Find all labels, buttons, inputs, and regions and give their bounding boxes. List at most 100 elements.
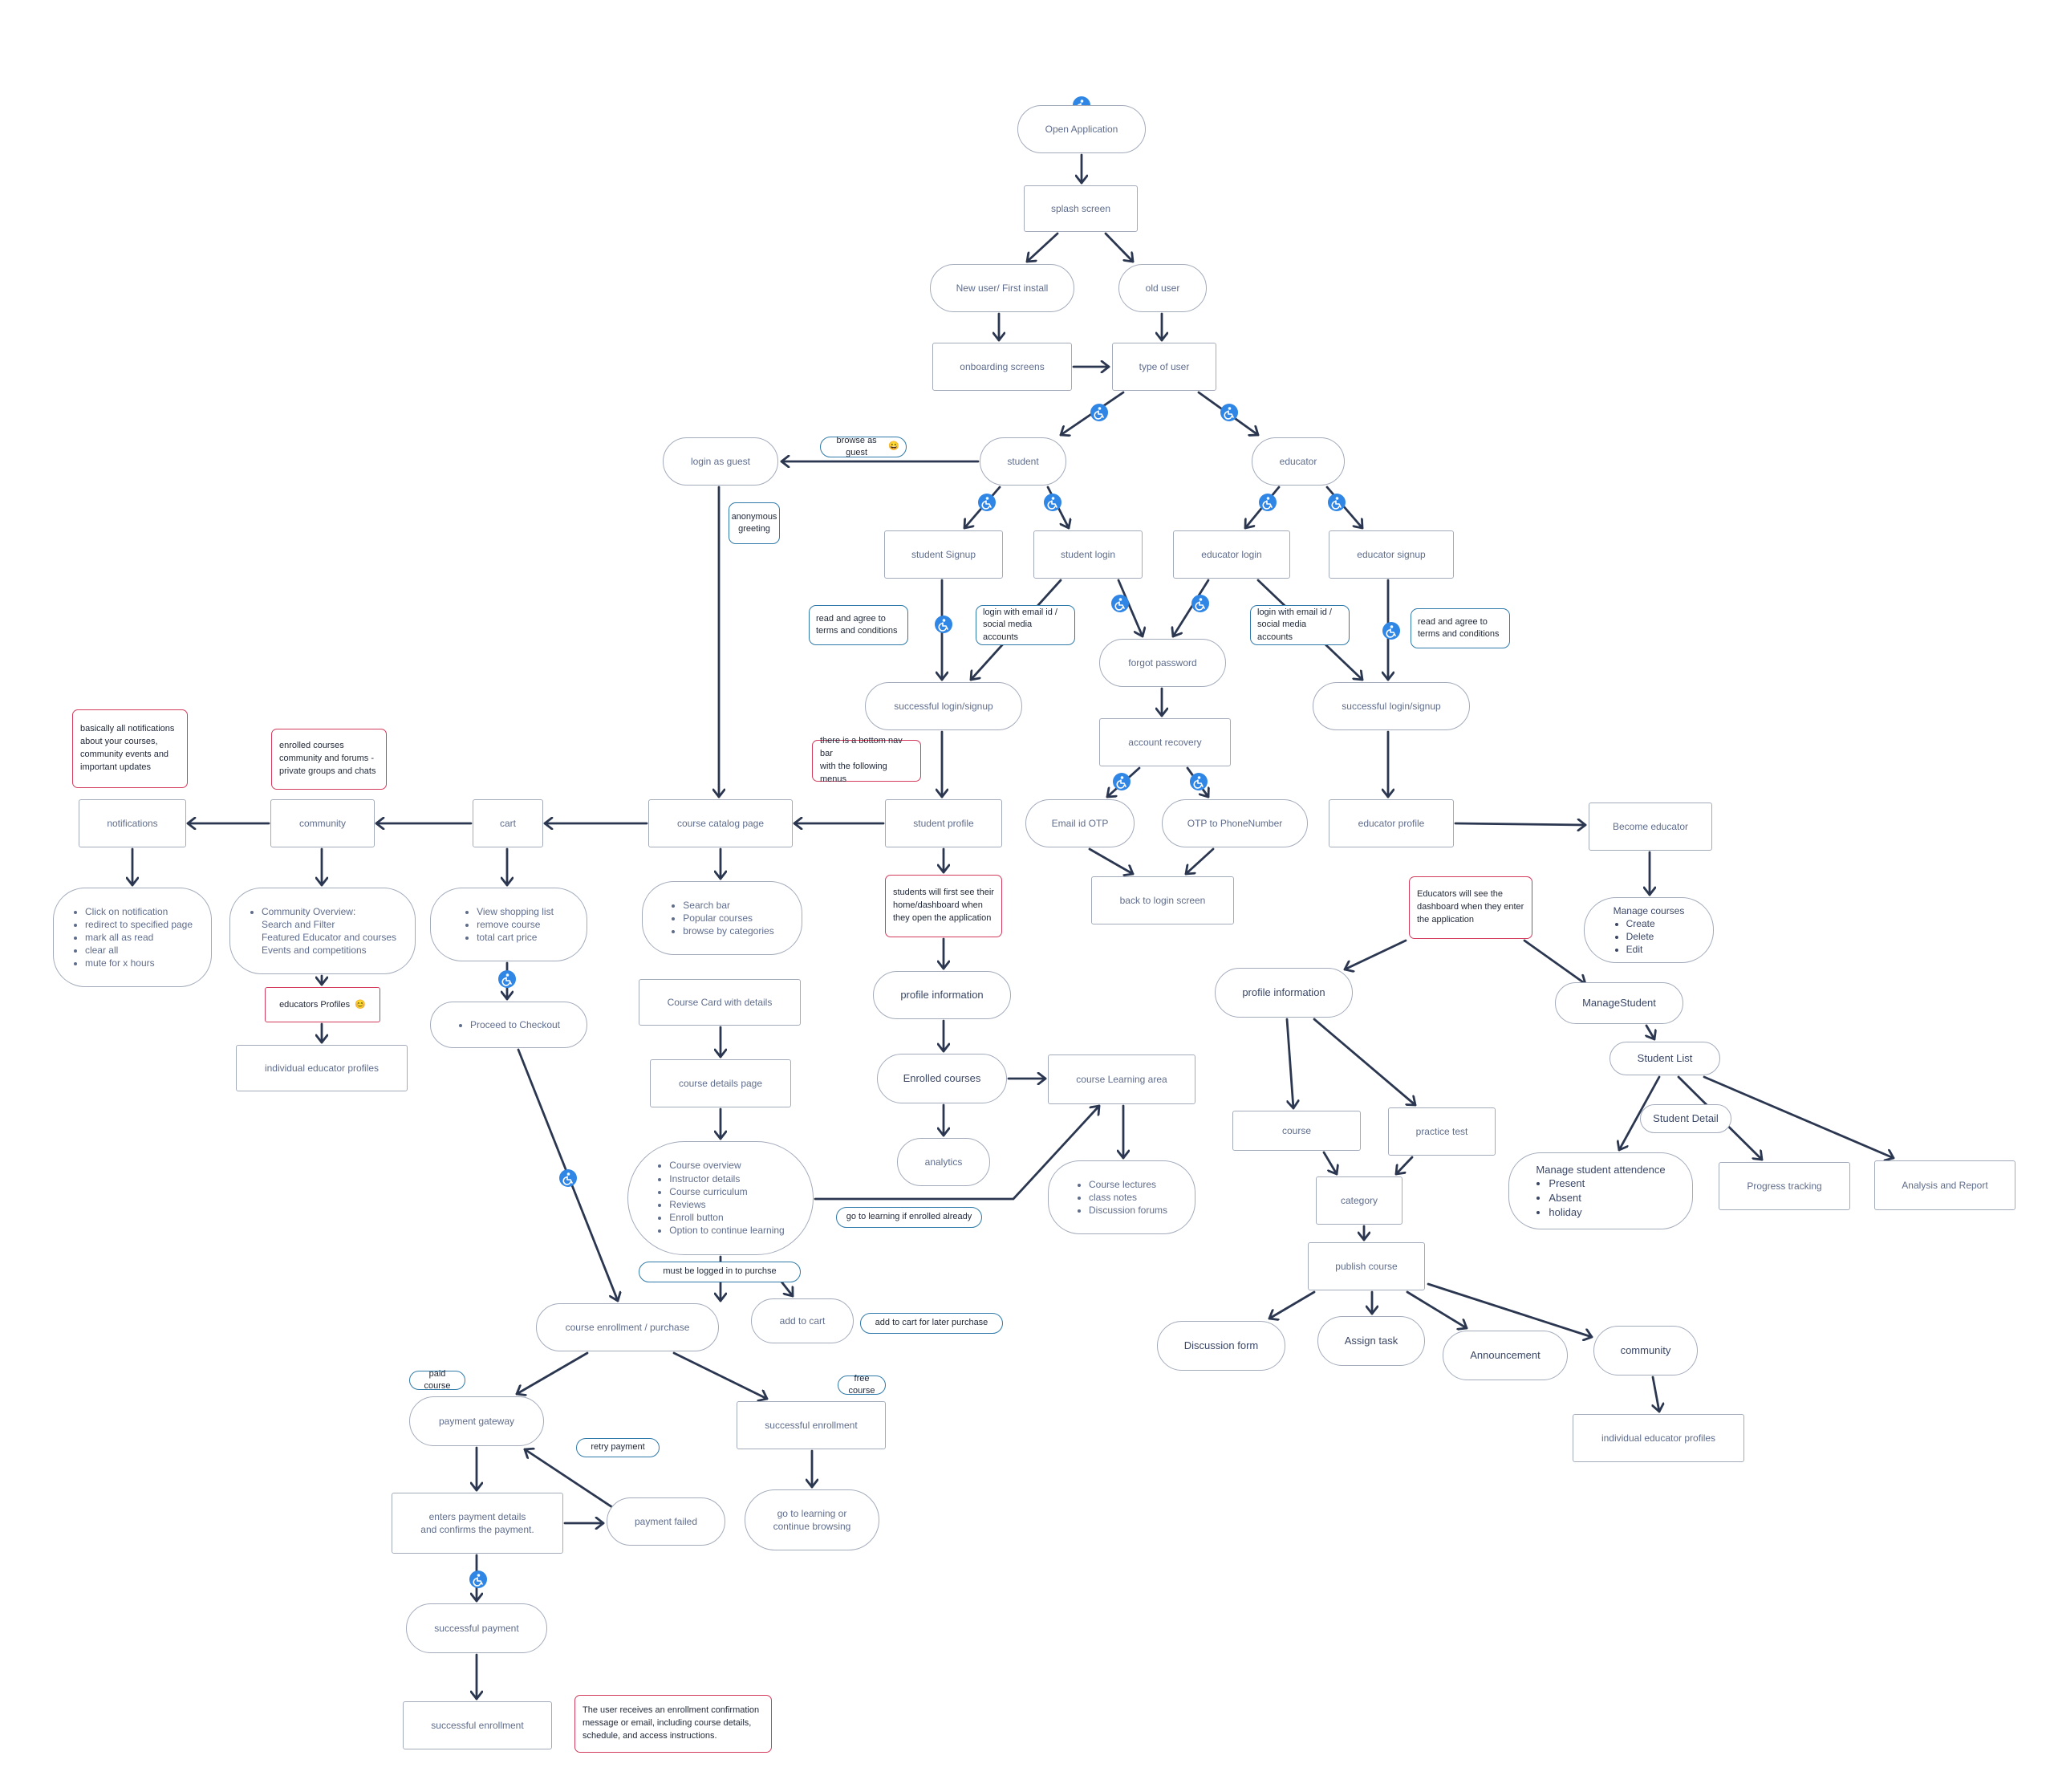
analysis-report-node[interactable]: Analysis and Report <box>1874 1160 2015 1210</box>
student-signup-node[interactable]: student Signup <box>884 530 1003 579</box>
successful-payment-node[interactable]: successful payment <box>406 1603 547 1653</box>
grin-emoji: 😀 <box>888 441 899 452</box>
course-educator-node[interactable]: course <box>1232 1111 1361 1151</box>
list-item: Course lectures <box>1089 1178 1167 1191</box>
community-educator-node[interactable]: community <box>1593 1326 1698 1375</box>
student-node[interactable]: student <box>980 437 1066 486</box>
course-learning-area-node[interactable]: course Learning area <box>1048 1054 1195 1104</box>
list-item: browse by categories <box>683 924 773 937</box>
add-to-cart-node[interactable]: add to cart <box>751 1298 854 1343</box>
list-item: Course overview <box>669 1159 784 1172</box>
successful-login-signup-educator-node[interactable]: successful login/signup <box>1313 682 1470 730</box>
discussion-form-node[interactable]: Discussion form <box>1157 1321 1285 1371</box>
enrolled-courses-node[interactable]: Enrolled courses <box>877 1054 1007 1103</box>
manage-attendance-node[interactable]: Manage student attendencePresentAbsentho… <box>1508 1152 1693 1229</box>
list-item: mark all as read <box>85 931 193 944</box>
email-otp-node[interactable]: Email id OTP <box>1025 799 1135 847</box>
accessibility-icon <box>1382 622 1400 640</box>
login-as-guest-node[interactable]: login as guest <box>663 437 778 486</box>
educator-node[interactable]: educator <box>1252 437 1345 486</box>
practice-test-node[interactable]: practice test <box>1388 1107 1496 1156</box>
type-of-user-node[interactable]: type of user <box>1112 343 1216 391</box>
connector-arrow <box>1117 579 1143 638</box>
individual-educator-profiles-right-node[interactable]: individual educator profiles <box>1573 1414 1744 1462</box>
progress-tracking-node[interactable]: Progress tracking <box>1719 1162 1850 1210</box>
catalog-detail-node[interactable]: Search barPopular coursesbrowse by categ… <box>642 881 802 955</box>
community-node[interactable]: community <box>270 799 375 847</box>
student-login-node[interactable]: student login <box>1033 530 1143 579</box>
successful-enrollment-paid-node[interactable]: successful enrollment <box>403 1701 552 1749</box>
learning-detail-node[interactable]: Course lecturesclass notesDiscussion for… <box>1048 1160 1195 1234</box>
successful-enrollment-free-node[interactable]: successful enrollment <box>737 1401 886 1449</box>
course-card-node[interactable]: Course Card with details <box>639 979 801 1026</box>
individual-educator-profiles-left-node[interactable]: individual educator profiles <box>236 1045 408 1091</box>
manage-student-node[interactable]: ManageStudent <box>1555 982 1683 1024</box>
notifications-detail-node[interactable]: Click on notificationredirect to specifi… <box>53 888 212 987</box>
course-details-page-node[interactable]: course details page <box>650 1059 791 1107</box>
profile-information-student-node[interactable]: profile information <box>873 971 1011 1019</box>
otp-phone-node[interactable]: OTP to PhoneNumber <box>1162 799 1308 847</box>
open-application-node[interactable]: Open Application <box>1017 105 1146 153</box>
announcement-node[interactable]: Announcement <box>1443 1331 1568 1380</box>
student-list-node[interactable]: Student List <box>1610 1042 1720 1075</box>
educator-profile-node[interactable]: educator profile <box>1329 799 1454 847</box>
student-detail-node[interactable]: Student Detail <box>1640 1104 1731 1133</box>
connector-arrow <box>1454 823 1587 825</box>
back-to-login-node[interactable]: back to login screen <box>1091 876 1234 924</box>
profile-information-educator-node[interactable]: profile information <box>1215 968 1353 1018</box>
notifications-node[interactable]: notifications <box>79 799 186 847</box>
new-user-node[interactable]: New user/ First install <box>930 264 1074 312</box>
connector-arrow <box>1106 766 1141 798</box>
list-item: remove course <box>477 918 554 931</box>
splash-screen-node[interactable]: splash screen <box>1024 185 1138 232</box>
accessibility-icon <box>935 616 952 633</box>
category-node[interactable]: category <box>1316 1176 1402 1225</box>
list-item: redirect to specified page <box>85 918 193 931</box>
payment-failed-node[interactable]: payment failed <box>607 1497 725 1546</box>
connector-arrow <box>672 1351 769 1399</box>
list-item: Absent <box>1549 1191 1665 1205</box>
cart-detail-node[interactable]: View shopping listremove coursetotal car… <box>430 888 587 961</box>
course-catalog-node[interactable]: course catalog page <box>648 799 793 847</box>
list-item: clear all <box>85 944 193 957</box>
connector-arrow <box>517 1048 618 1302</box>
connector-arrow <box>1184 847 1215 876</box>
payment-gateway-node[interactable]: payment gateway <box>409 1396 544 1446</box>
list-item: Course curriculum <box>669 1185 784 1198</box>
connector-arrow <box>1427 1282 1593 1337</box>
publish-course-node[interactable]: publish course <box>1308 1242 1425 1290</box>
student-profile-node[interactable]: student profile <box>885 799 1002 847</box>
proceed-checkout-node[interactable]: Proceed to Checkout <box>430 1002 587 1048</box>
old-user-node[interactable]: old user <box>1118 264 1207 312</box>
account-recovery-node[interactable]: account recovery <box>1099 718 1231 766</box>
list-item: mute for x hours <box>85 957 193 969</box>
onboarding-screens-node[interactable]: onboarding screens <box>932 343 1072 391</box>
list-item: View shopping list <box>477 905 554 918</box>
course-enrollment-node[interactable]: course enrollment / purchase <box>536 1303 719 1351</box>
retry-payment-tag: retry payment <box>576 1438 660 1457</box>
educators-profiles-node[interactable]: educators Profiles 😊 <box>265 987 380 1022</box>
list-item: total cart price <box>477 931 554 944</box>
list-item: Present <box>1549 1176 1665 1191</box>
analytics-node[interactable]: analytics <box>897 1138 990 1186</box>
connector-arrow <box>1703 1075 1895 1158</box>
assign-task-node[interactable]: Assign task <box>1317 1316 1425 1366</box>
educator-login-node[interactable]: educator login <box>1173 530 1290 579</box>
become-educator-node[interactable]: Become educator <box>1589 803 1712 851</box>
educator-signup-node[interactable]: educator signup <box>1329 530 1454 579</box>
course-details-detail-node[interactable]: Course overviewInstructor detailsCourse … <box>627 1141 814 1255</box>
connector-arrow <box>1313 1018 1417 1107</box>
cart-node[interactable]: cart <box>473 799 543 847</box>
login-email-educator-tag: login with email id /social media accoun… <box>1250 605 1350 645</box>
connector-arrow <box>1088 847 1135 874</box>
community-detail-node[interactable]: Community Overview:Search and FilterFeat… <box>229 888 416 974</box>
manage-courses-node[interactable]: Manage coursesCreateDeleteEdit <box>1584 897 1714 963</box>
forgot-password-node[interactable]: forgot password <box>1099 639 1226 687</box>
accessibility-icon <box>1328 494 1346 511</box>
connector-arrow <box>1394 1156 1414 1176</box>
successful-login-signup-student-node[interactable]: successful login/signup <box>865 682 1022 730</box>
